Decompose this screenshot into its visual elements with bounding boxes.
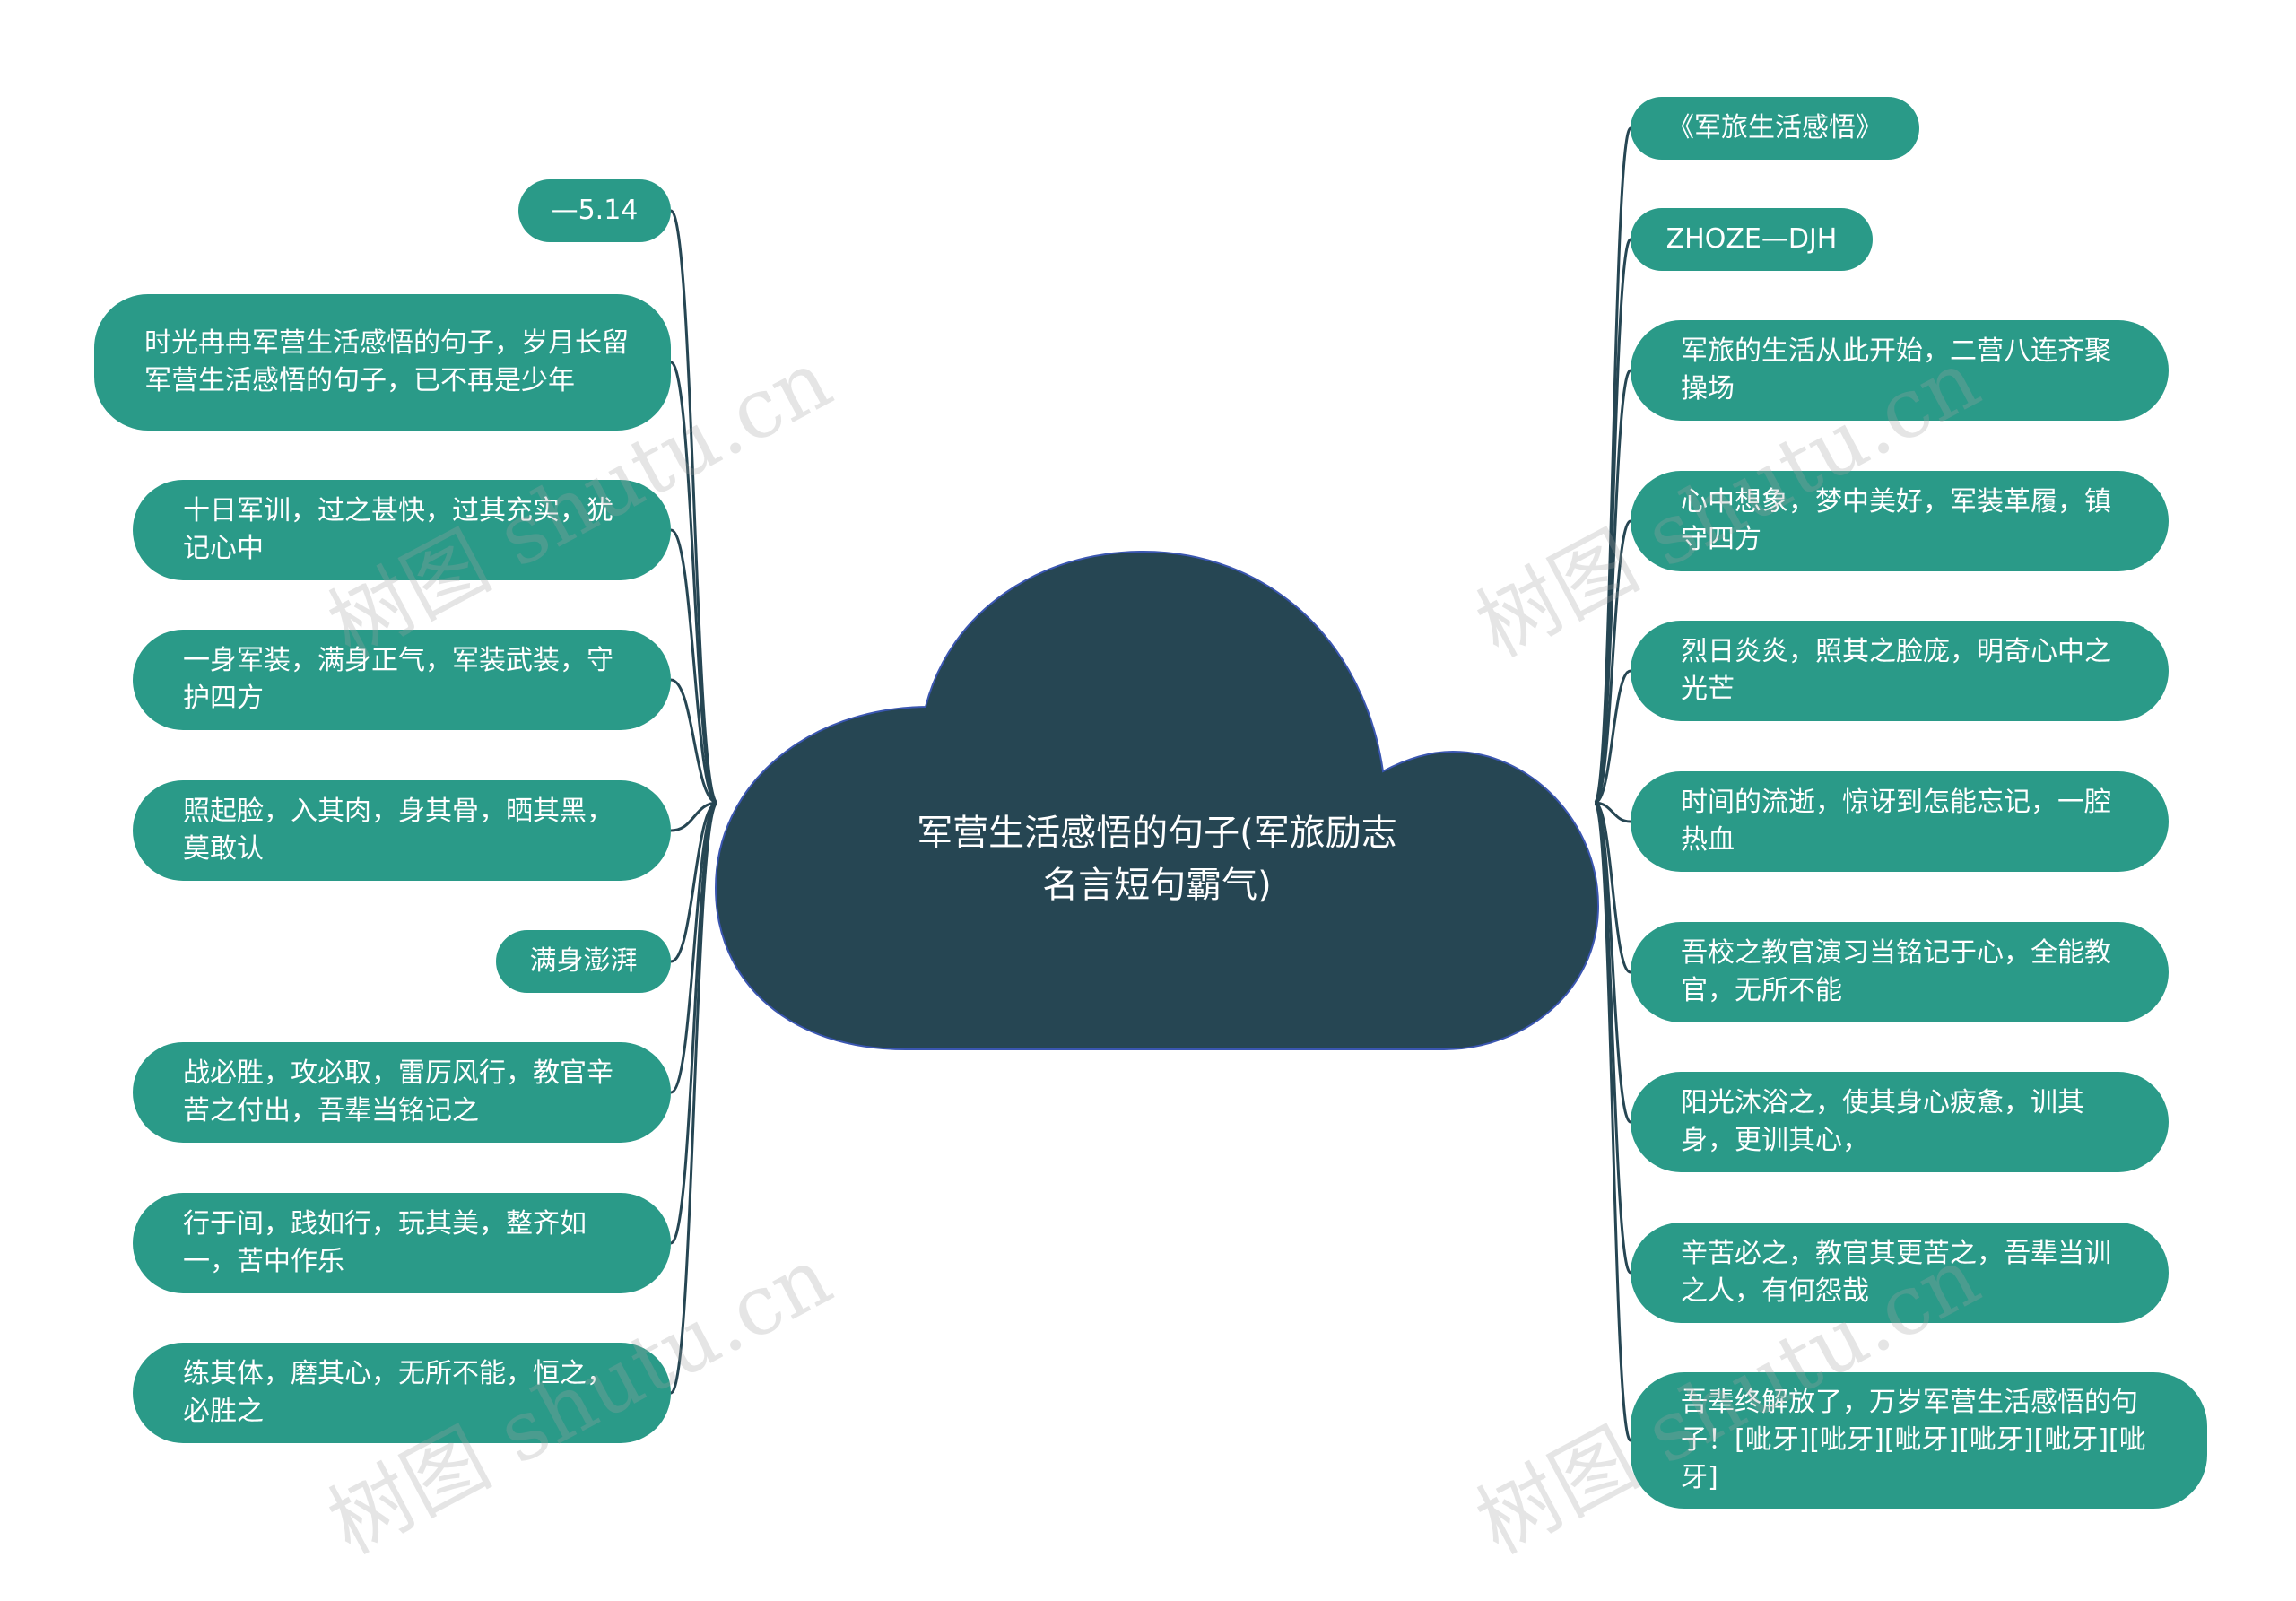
left-node[interactable]: 练其体，磨其心，无所不能，恒之，必胜之 — [133, 1343, 671, 1443]
left-node-text: 十日军训，过之甚快，过其充实，犹记心中 — [183, 495, 613, 564]
right-node[interactable]: 时间的流逝，惊讶到怎能忘记，一腔热血 — [1631, 771, 2169, 872]
right-node-text: 阳光沐浴之，使其身心疲惫，训其身，更训其心， — [1681, 1087, 2084, 1156]
left-node-text: —5.14 — [551, 195, 639, 226]
right-node[interactable]: 《军旅生活感悟》 — [1631, 97, 1919, 160]
right-node-text: 吾校之教官演习当铭记于心，全能教官，无所不能 — [1681, 937, 2111, 1006]
connector-line — [1593, 369, 1632, 805]
left-node[interactable]: 照起脸，入其肉，身其骨，晒其黑，莫敢认 — [133, 780, 671, 881]
left-node-text: 时光冉冉军营生活感悟的句子，岁月长留军营生活感悟的句子，已不再是少年 — [144, 327, 629, 396]
right-node[interactable]: 辛苦必之，教官其更苦之，吾辈当训之人，有何怨哉 — [1631, 1223, 2169, 1323]
left-node[interactable]: 行于间，践如行，玩其美，整齐如一，苦中作乐 — [133, 1193, 671, 1293]
right-node-text: 辛苦必之，教官其更苦之，吾辈当训之人，有何怨哉 — [1681, 1238, 2111, 1307]
left-node-text: 照起脸，入其肉，身其骨，晒其黑，莫敢认 — [183, 796, 613, 865]
center-title[interactable]: 军营生活感悟的句子(军旅励志名言短句霸气) — [917, 813, 1397, 906]
connector-line — [1594, 669, 1631, 805]
right-node[interactable]: 烈日炎炎，照其之脸庞，明奇心中之光芒 — [1631, 621, 2169, 721]
right-node[interactable]: 心中想象，梦中美好，军装革履，镇守四方 — [1631, 471, 2169, 571]
right-node-text: 心中想象，梦中美好，军装革履，镇守四方 — [1681, 486, 2111, 555]
right-node[interactable]: 吾辈终解放了，万岁军营生活感悟的句子！[呲牙][呲牙][呲牙][呲牙][呲牙][… — [1631, 1372, 2207, 1509]
left-node-text: 满身澎湃 — [529, 945, 638, 977]
right-node-text: 《军旅生活感悟》 — [1667, 112, 1883, 144]
right-node-text: 烈日炎炎，照其之脸庞，明奇心中之光芒 — [1681, 636, 2111, 705]
connector-line — [670, 528, 718, 805]
right-node[interactable]: 军旅的生活从此开始，二营八连齐聚操场 — [1631, 320, 2169, 421]
right-node[interactable]: 阳光沐浴之，使其身心疲惫，训其身，更训其心， — [1631, 1072, 2169, 1172]
left-node-text: 练其体，磨其心，无所不能，恒之，必胜之 — [183, 1358, 613, 1427]
connector-line — [1594, 801, 1631, 974]
connector-line — [669, 801, 719, 1395]
left-node[interactable]: 满身澎湃 — [496, 930, 671, 993]
right-node-text: 吾辈终解放了，万岁军营生活感悟的句子！[呲牙][呲牙][呲牙][呲牙][呲牙][… — [1681, 1387, 2146, 1493]
right-node-text: ZHOZE—DJH — [1665, 223, 1838, 255]
connector-line — [670, 801, 718, 963]
right-node[interactable]: 吾校之教官演习当铭记于心，全能教官，无所不能 — [1631, 922, 2169, 1022]
left-node[interactable]: 十日军训，过之甚快，过其充实，犹记心中 — [133, 480, 671, 580]
connector-line — [670, 678, 718, 805]
center-cloud-shape — [714, 550, 1600, 1050]
connector-line — [1594, 801, 1631, 823]
left-node[interactable]: 一身军装，满身正气，军装武装，守护四方 — [133, 630, 671, 730]
left-node-text: 战必胜，攻必取，雷厉风行，教官辛苦之付出，吾辈当铭记之 — [183, 1057, 613, 1127]
connector-line — [1593, 519, 1632, 805]
right-node-text: 军旅的生活从此开始，二营八连齐聚操场 — [1681, 335, 2111, 405]
left-node[interactable]: —5.14 — [518, 179, 671, 242]
right-node-text: 时间的流逝，惊讶到怎能忘记，一腔热血 — [1681, 787, 2111, 856]
left-node-text: 行于间，践如行，玩其美，整齐如一，苦中作乐 — [183, 1208, 587, 1277]
right-node[interactable]: ZHOZE—DJH — [1631, 208, 1873, 271]
connector-line — [669, 361, 719, 805]
left-node[interactable]: 战必胜，攻必取，雷厉风行，教官辛苦之付出，吾辈当铭记之 — [133, 1042, 671, 1143]
left-node-text: 一身军装，满身正气，军装武装，守护四方 — [183, 645, 613, 714]
connector-line — [670, 801, 718, 832]
connector-line — [1593, 801, 1632, 1442]
left-node[interactable]: 时光冉冉军营生活感悟的句子，岁月长留军营生活感悟的句子，已不再是少年 — [94, 294, 671, 431]
